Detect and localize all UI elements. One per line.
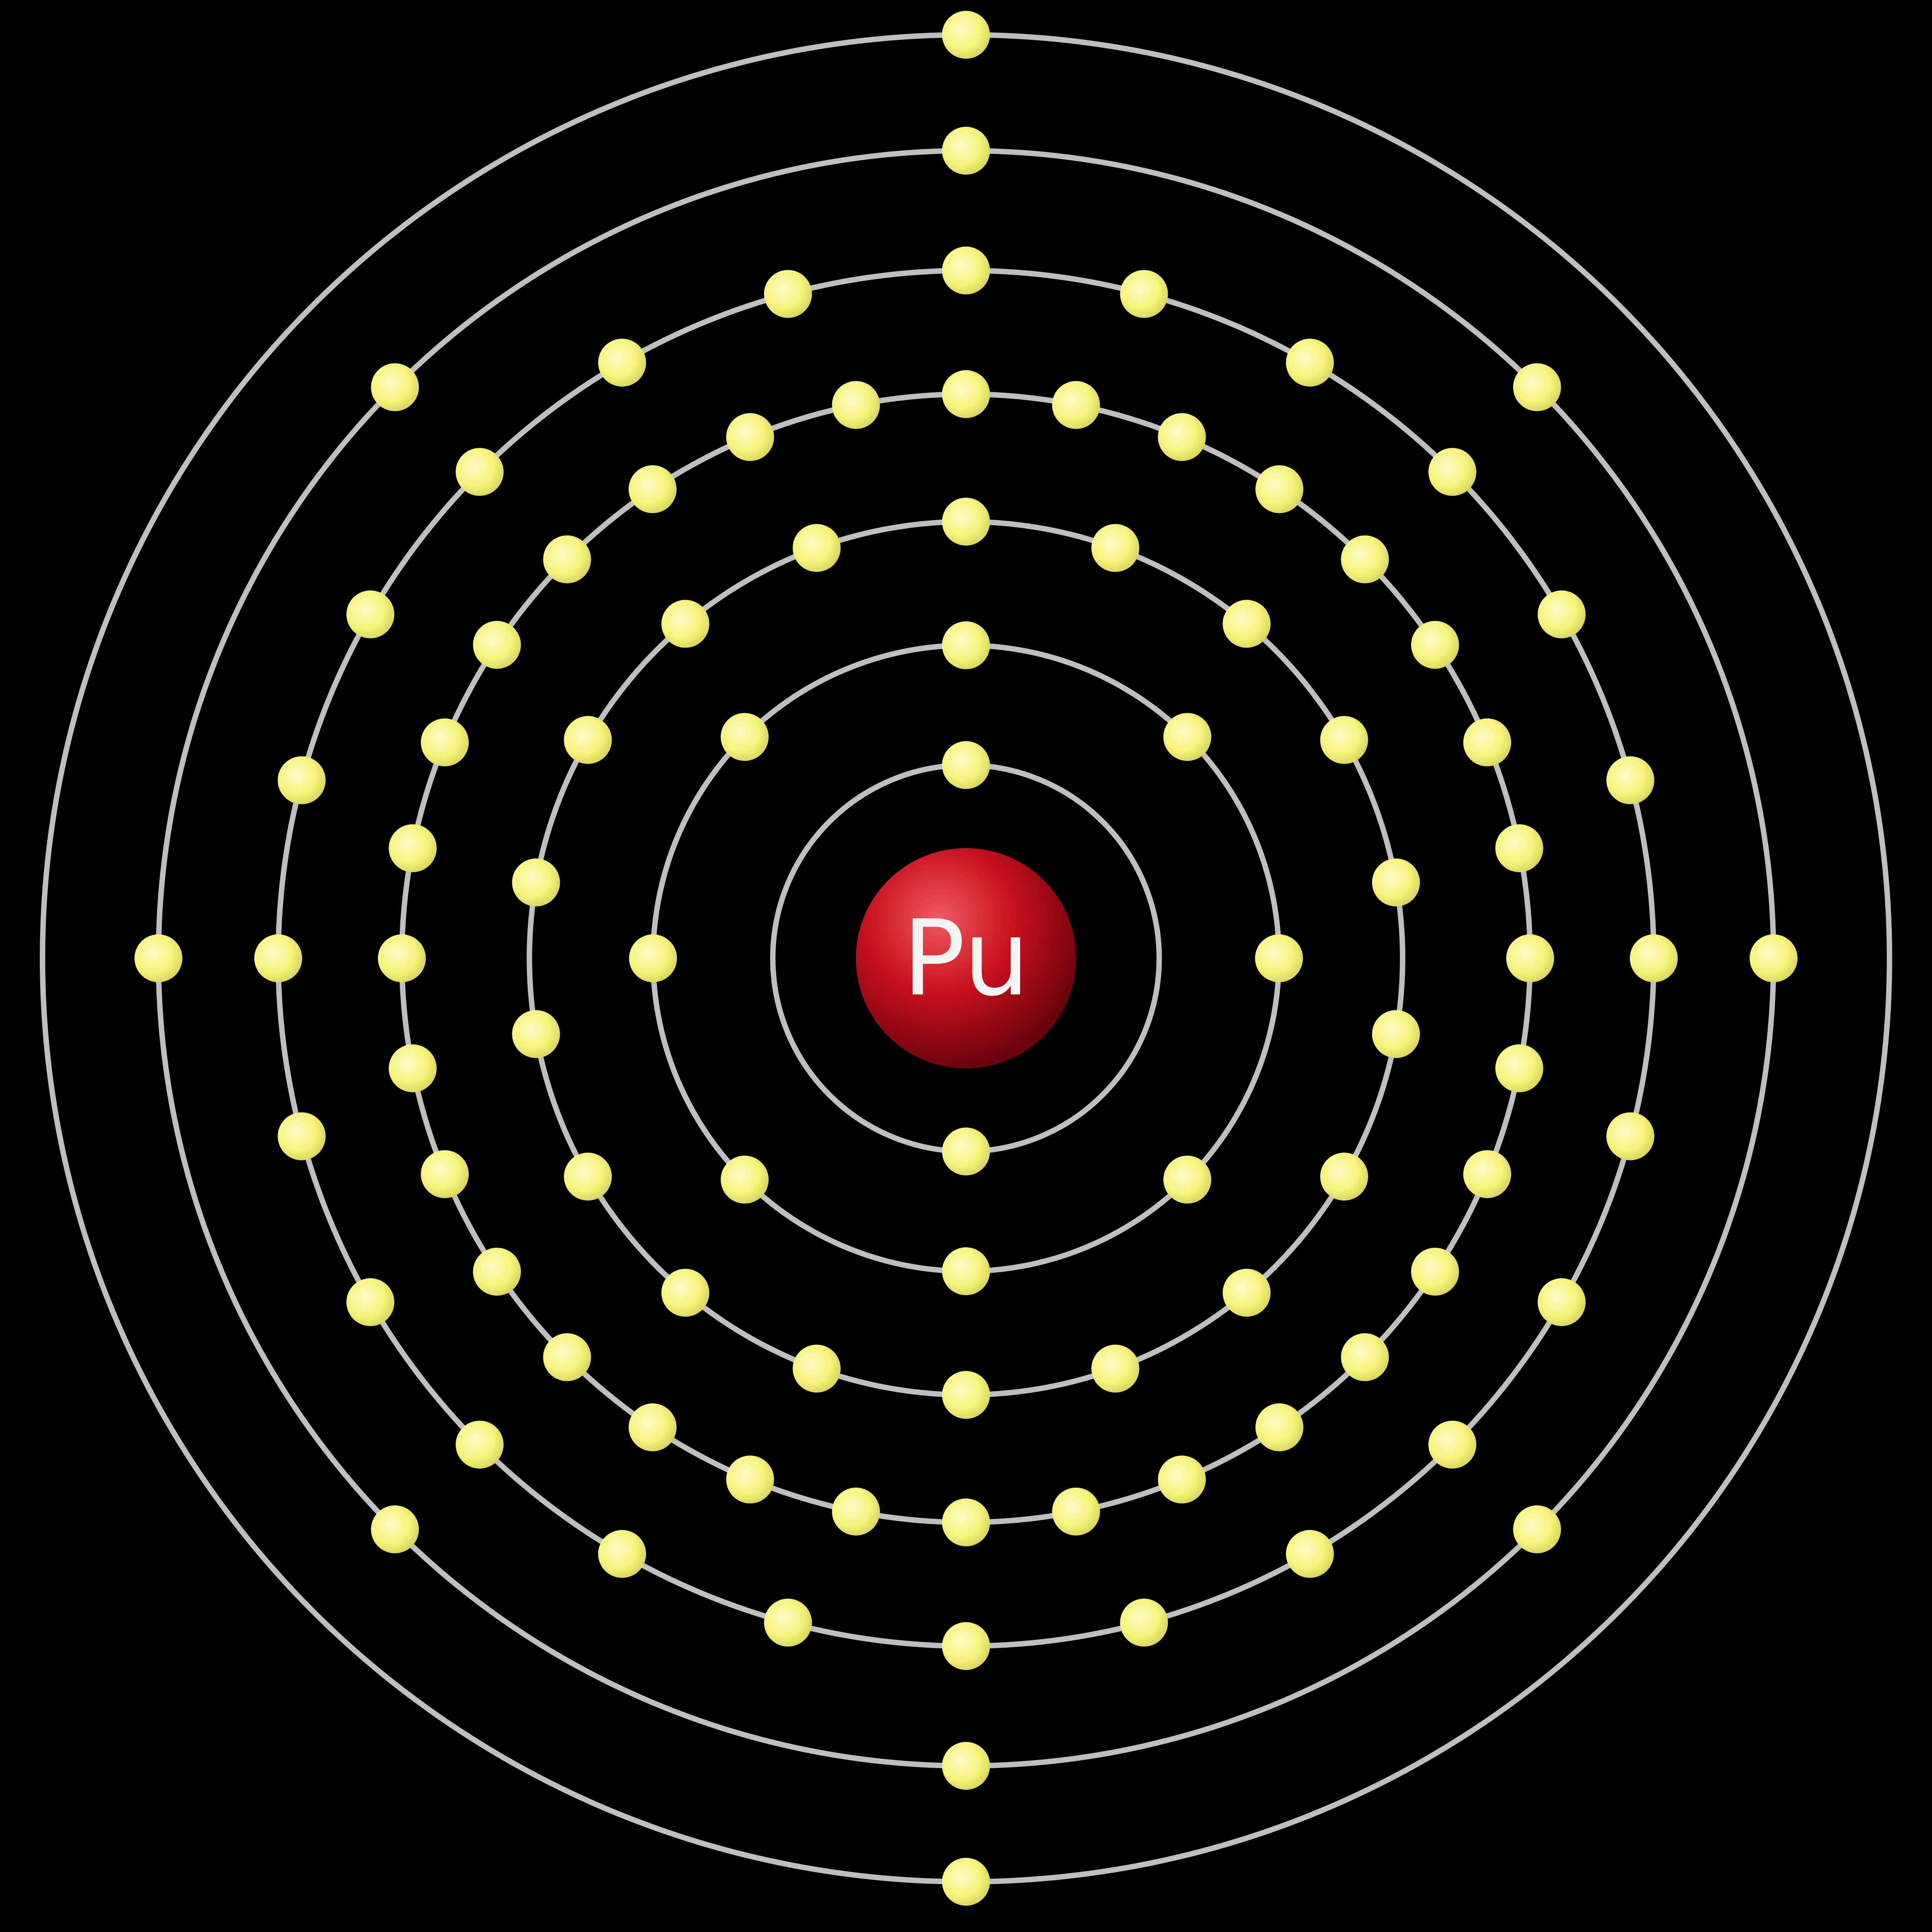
electron — [942, 1371, 990, 1419]
electron — [942, 127, 990, 175]
electron — [1091, 1344, 1139, 1393]
electron — [1606, 756, 1655, 804]
electron — [942, 1622, 990, 1670]
electron — [254, 934, 302, 982]
electron — [1750, 934, 1798, 982]
electron — [1495, 824, 1543, 872]
electron — [1320, 716, 1368, 764]
electron — [1223, 600, 1271, 648]
electron — [1411, 621, 1459, 669]
electron — [628, 1403, 677, 1451]
electron — [421, 1150, 469, 1198]
electron — [378, 934, 426, 982]
electron — [1630, 934, 1678, 982]
electron — [512, 1010, 560, 1058]
electron — [726, 1455, 774, 1503]
electron — [1463, 718, 1511, 767]
electron — [1255, 465, 1304, 514]
electron — [1341, 1333, 1389, 1381]
electron — [1372, 858, 1420, 906]
electron — [1495, 1044, 1543, 1092]
electron — [832, 1487, 880, 1536]
electrons — [134, 11, 1798, 1906]
electron — [1372, 1010, 1420, 1058]
electron — [473, 1248, 521, 1296]
electron — [764, 270, 812, 318]
electron — [564, 1153, 612, 1201]
electron — [1428, 1420, 1476, 1469]
electron — [942, 741, 990, 789]
electron — [456, 448, 504, 496]
electron — [726, 413, 774, 461]
electron — [942, 370, 990, 418]
electron — [1158, 1455, 1206, 1503]
electron — [1255, 1403, 1304, 1451]
electron — [661, 1269, 709, 1317]
nucleus: Pu — [856, 848, 1076, 1068]
electron — [721, 1155, 769, 1204]
electron — [1120, 1599, 1168, 1647]
electron — [629, 934, 677, 982]
electron — [346, 1278, 395, 1326]
electron — [1052, 1487, 1100, 1536]
electron — [1286, 338, 1334, 387]
electron — [764, 1599, 812, 1647]
electron — [942, 1742, 990, 1790]
electron — [277, 756, 326, 804]
electron — [793, 1344, 841, 1393]
electron — [721, 713, 769, 761]
electron — [421, 718, 469, 767]
element-symbol: Pu — [902, 898, 1029, 1019]
electron — [1411, 1248, 1459, 1296]
electron — [1537, 590, 1586, 638]
electron — [371, 363, 419, 412]
electron — [1428, 448, 1476, 496]
electron — [1052, 381, 1100, 429]
electron — [389, 1044, 437, 1092]
electron — [598, 338, 646, 387]
electron — [942, 1858, 990, 1906]
electron — [1223, 1269, 1271, 1317]
electron — [1163, 713, 1211, 761]
electron — [661, 600, 709, 648]
electron — [1341, 535, 1389, 583]
electron — [456, 1420, 504, 1469]
electron — [1120, 270, 1168, 318]
electron — [371, 1505, 419, 1553]
electron — [628, 465, 677, 514]
electron — [942, 1128, 990, 1175]
electron — [346, 590, 395, 638]
electron — [1606, 1112, 1655, 1160]
electron — [1163, 1155, 1211, 1204]
electron — [598, 1530, 646, 1578]
electron — [473, 621, 521, 669]
electron — [1320, 1153, 1368, 1201]
electron — [1513, 363, 1561, 412]
electron — [1091, 524, 1139, 572]
nucleus-sphere — [856, 848, 1076, 1068]
electron — [543, 535, 591, 583]
electron — [277, 1112, 326, 1160]
electron — [134, 934, 182, 982]
electron — [942, 498, 990, 546]
electron — [1255, 934, 1303, 982]
electron — [512, 858, 560, 906]
electron — [1286, 1530, 1334, 1578]
electron — [942, 1498, 990, 1546]
electron — [1513, 1505, 1561, 1553]
electron — [1463, 1150, 1511, 1198]
electron — [942, 621, 990, 669]
electron — [1506, 934, 1554, 982]
electron — [1158, 413, 1206, 461]
electron — [942, 1247, 990, 1295]
electron — [543, 1333, 591, 1381]
electron — [389, 824, 437, 872]
electron — [793, 524, 841, 572]
electron — [1537, 1278, 1586, 1326]
electron — [832, 381, 880, 429]
electron — [564, 716, 612, 764]
electron — [942, 11, 990, 59]
electron — [942, 247, 990, 294]
